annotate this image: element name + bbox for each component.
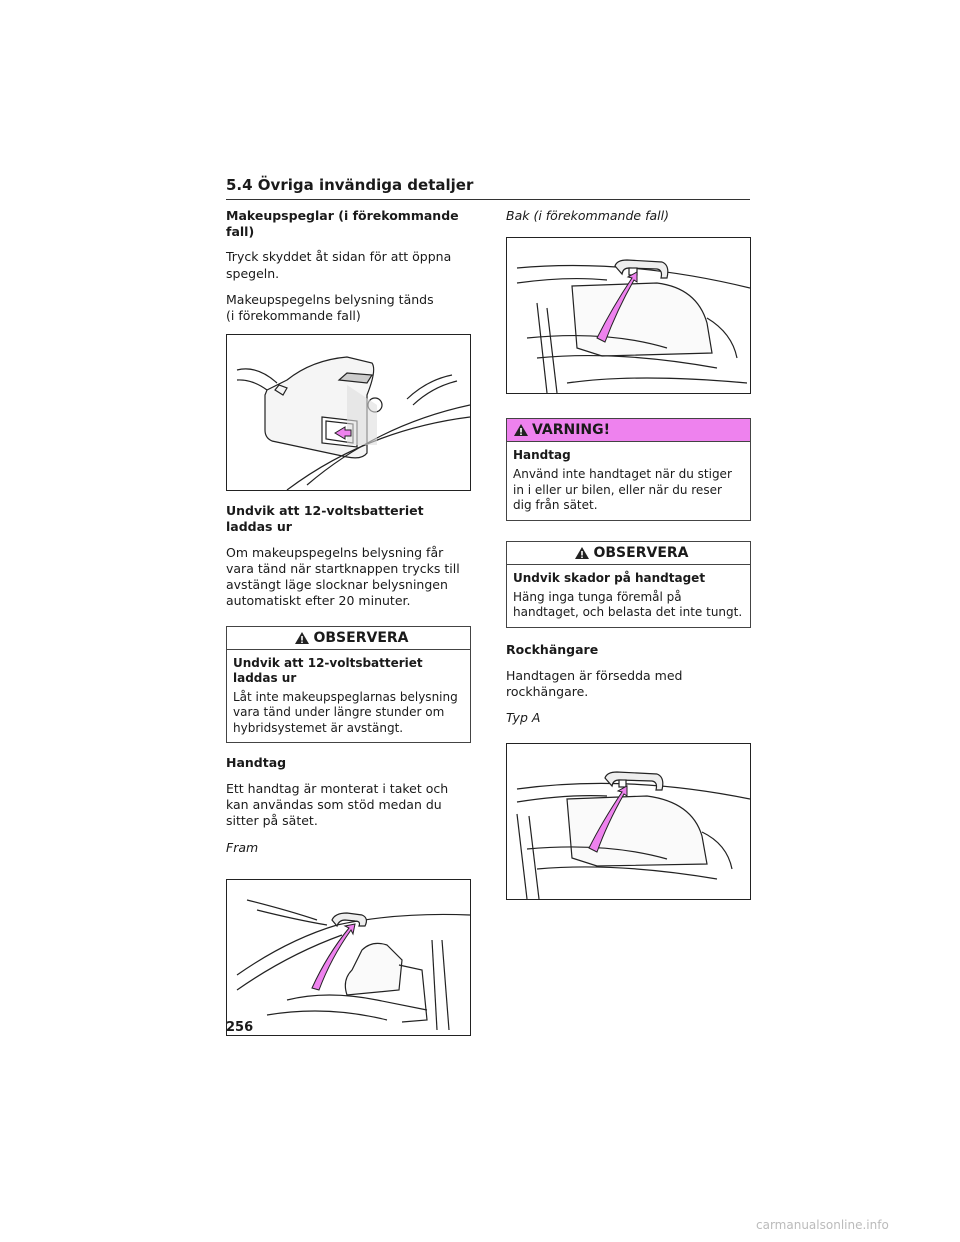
notice-heading: Undvik skador på handtaget <box>513 570 706 585</box>
hooks-heading: Rockhängare <box>506 641 599 657</box>
page-number: 256 <box>226 1020 254 1035</box>
warning-header: VARNING! <box>507 419 750 442</box>
coat-hook-illustration <box>516 771 750 900</box>
section-divider <box>226 199 750 200</box>
notice-header: OBSERVERA <box>507 541 750 565</box>
battery-heading: Undvik att 12-voltsbatteriet laddas ur <box>226 503 424 534</box>
rear-handle-illustration <box>516 259 750 393</box>
warning-triangle-icon <box>514 424 528 436</box>
section-title: 5.4 Övriga invändiga detaljer <box>226 176 474 194</box>
warning-heading: Handtag <box>513 448 571 462</box>
notice-body: Undvik skador på handtaget Häng inga tun… <box>507 565 750 627</box>
footer-watermark: carmanualsonline.info <box>756 1218 889 1232</box>
makeup-heading: Makeupspeglar (i förekommande fall) <box>226 208 459 239</box>
notice-header: OBSERVERA <box>227 626 470 650</box>
notice-text: Låt inte makeupspeglarnas belysning vara… <box>233 689 458 735</box>
makeup-text-1: Tryck skyddet åt sidan för att öppna spe… <box>226 249 452 281</box>
figure-makeup-mirror <box>226 334 471 492</box>
notice-title: OBSERVERA <box>313 629 409 646</box>
figure-coat-hook <box>506 743 751 901</box>
caption-type-a: Typ A <box>506 710 541 726</box>
right-column: Bak (i förekommande fall) <box>506 208 751 901</box>
left-column: Makeupspeglar (i förekommande fall) Tryc… <box>226 208 471 1036</box>
notice-text: Häng inga tunga föremål på handtaget, oc… <box>513 589 743 620</box>
notice-box-handle: OBSERVERA Undvik skador på handtaget Hän… <box>506 540 751 628</box>
caption-rear: Bak (i förekommande fall) <box>506 208 669 223</box>
warning-triangle-icon <box>575 546 590 559</box>
warning-title: VARNING! <box>532 422 611 438</box>
warning-box-handle: VARNING! Handtag Använd inte handtaget n… <box>506 418 751 521</box>
figure-rear-handle <box>506 237 751 394</box>
notice-heading: Undvik att 12-voltsbatteriet laddas ur <box>233 655 423 685</box>
notice-title: OBSERVERA <box>593 544 689 561</box>
caption-front: Fram <box>226 839 259 855</box>
figure-front-handle <box>226 878 471 1036</box>
makeup-text-2: Makeupspegelns belysning tänds (i föreko… <box>226 292 471 325</box>
notice-body: Undvik att 12-voltsbatteriet laddas ur L… <box>227 650 470 743</box>
battery-text: Om makeupspegelns belysning får vara tän… <box>226 544 460 609</box>
warning-body: Handtag Använd inte handtaget när du sti… <box>507 442 750 520</box>
warning-text: Använd inte handtaget när du stiger in i… <box>513 467 732 513</box>
makeup-mirror-illustration <box>236 356 470 491</box>
warning-triangle-icon <box>295 631 310 644</box>
notice-box-battery: OBSERVERA Undvik att 12-voltsbatteriet l… <box>226 625 471 744</box>
makeup-text-2a: Makeupspegelns belysning tänds <box>226 291 434 307</box>
front-handle-illustration <box>236 899 470 1030</box>
hooks-text: Handtagen är försedda med rockhängare. <box>506 667 683 699</box>
handle-text: Ett handtag är monterat i taket och kan … <box>226 780 449 829</box>
handle-heading: Handtag <box>226 755 287 771</box>
makeup-text-2b: (i förekommande fall) <box>226 308 361 323</box>
